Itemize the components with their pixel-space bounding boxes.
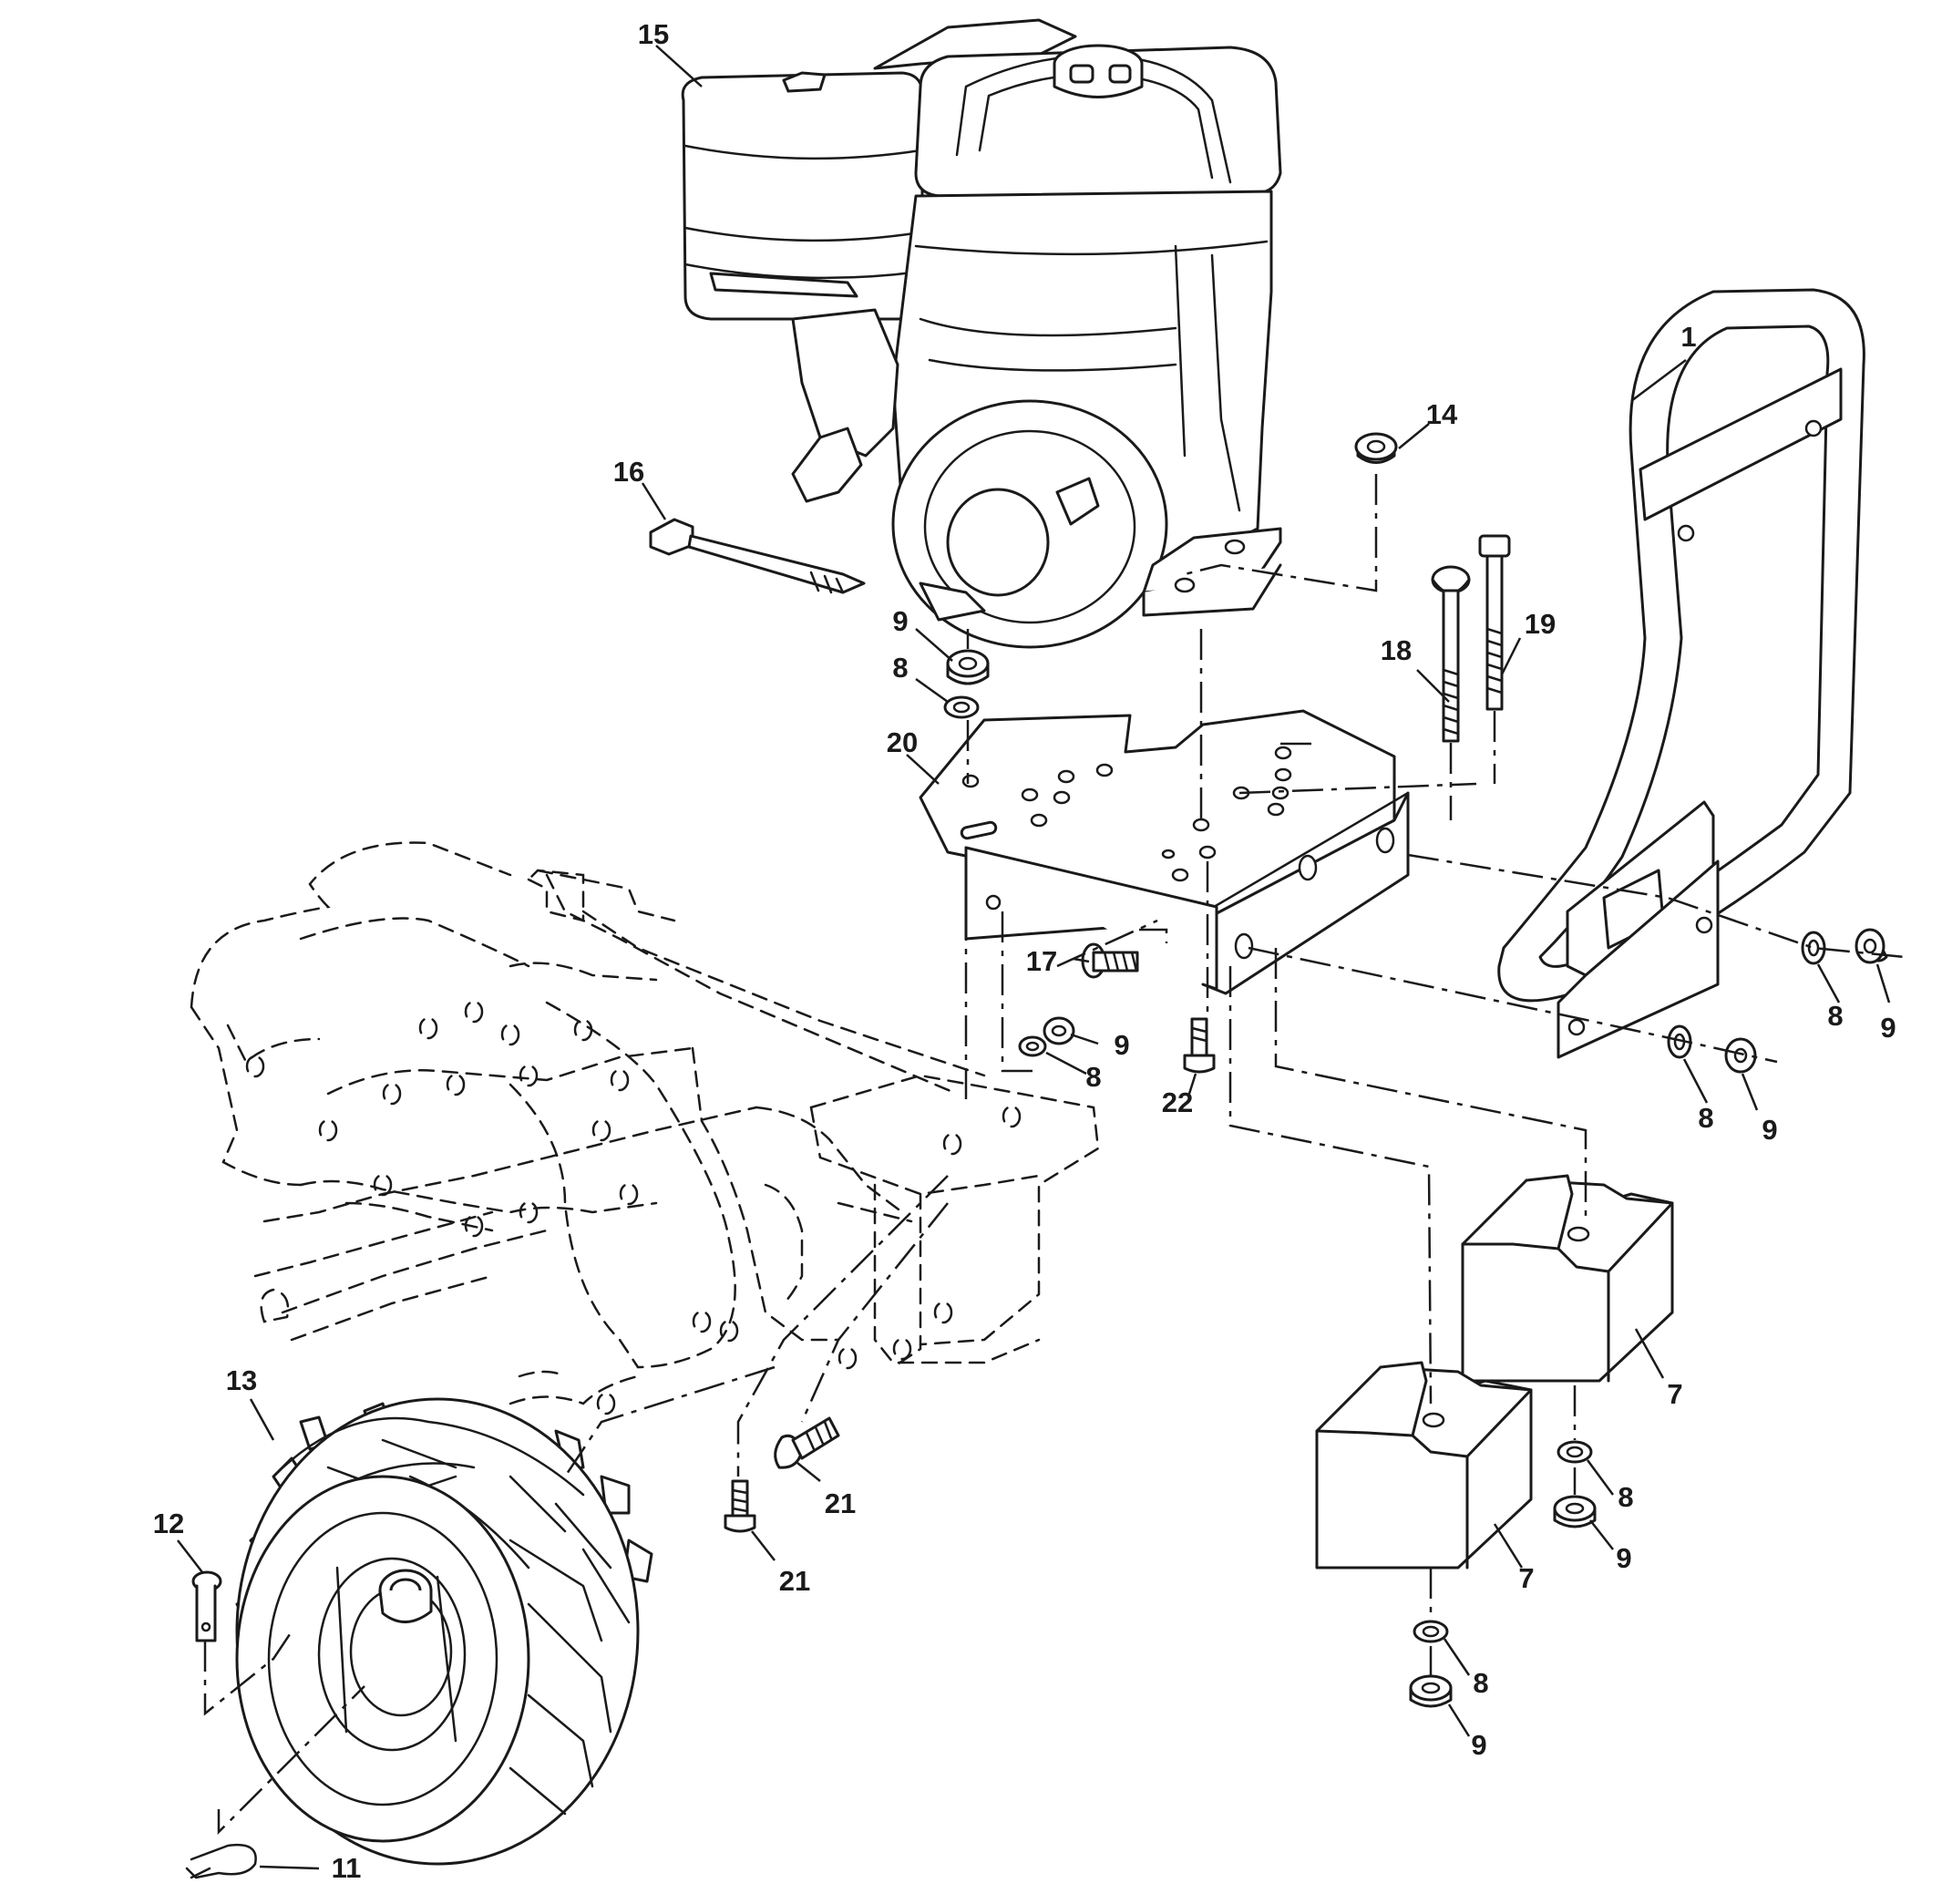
callout-8-right-mid: 8 <box>1698 1102 1713 1134</box>
callout-9-right-mid: 9 <box>1762 1114 1777 1146</box>
callout-labels: 15 1 14 16 9 8 19 18 20 17 9 8 22 8 9 8 … <box>153 18 1896 1884</box>
callout-8-upper: 8 <box>892 652 908 684</box>
engine <box>681 18 1282 649</box>
bolt-17 <box>1018 942 1139 1057</box>
callout-18: 18 <box>1381 634 1412 666</box>
callout-9-weight-lower: 9 <box>1471 1729 1486 1761</box>
callout-9-mid: 9 <box>1114 1029 1129 1061</box>
ballast-weight-lower <box>1315 1361 1533 1570</box>
callout-22: 22 <box>1162 1086 1193 1118</box>
leader-lines <box>177 45 1891 1870</box>
callout-9-weight-upper: 9 <box>1616 1542 1631 1574</box>
callout-1: 1 <box>1680 321 1696 353</box>
bolt-21-upper <box>774 1416 840 1469</box>
callout-9-right-top: 9 <box>1880 1012 1896 1044</box>
callout-19: 19 <box>1525 608 1556 640</box>
callout-8-weight-upper: 8 <box>1618 1481 1633 1513</box>
ballast-weight-upper <box>1461 1174 1674 1383</box>
callout-8-right-top: 8 <box>1827 1000 1843 1032</box>
clevis-pin <box>191 1570 222 1642</box>
callout-16: 16 <box>613 456 644 488</box>
engine-mounting-plate <box>919 709 1410 995</box>
bolt-22 <box>1183 1017 1216 1074</box>
callout-9-upper: 9 <box>892 605 908 637</box>
callout-17: 17 <box>1026 945 1057 977</box>
bolt-21-lower <box>724 1479 756 1533</box>
callout-11: 11 <box>332 1852 362 1884</box>
cable-tie <box>649 518 866 594</box>
wheel-and-tire <box>235 1397 653 1866</box>
nut-14 <box>1354 432 1398 464</box>
callout-12: 12 <box>153 1508 184 1539</box>
bolts-18-19 <box>1431 534 1511 743</box>
callout-20: 20 <box>887 726 918 758</box>
phantom-tiller-frame <box>190 841 1100 1415</box>
callout-7-upper: 7 <box>1667 1378 1682 1410</box>
callout-8-mid: 8 <box>1085 1061 1101 1093</box>
front-bumper-guard <box>1497 288 1865 1059</box>
callout-7-lower: 7 <box>1518 1562 1534 1594</box>
callout-14: 14 <box>1426 398 1458 430</box>
nut-washer-upper <box>943 649 990 719</box>
callout-8-weight-lower: 8 <box>1473 1667 1488 1699</box>
callout-21-lower: 21 <box>779 1565 810 1597</box>
callout-13: 13 <box>226 1364 257 1396</box>
callout-21-upper: 21 <box>825 1487 856 1519</box>
hairpin-cotter <box>185 1843 257 1879</box>
callout-15: 15 <box>638 18 669 50</box>
weight-nuts-washers <box>1409 1440 1597 1708</box>
